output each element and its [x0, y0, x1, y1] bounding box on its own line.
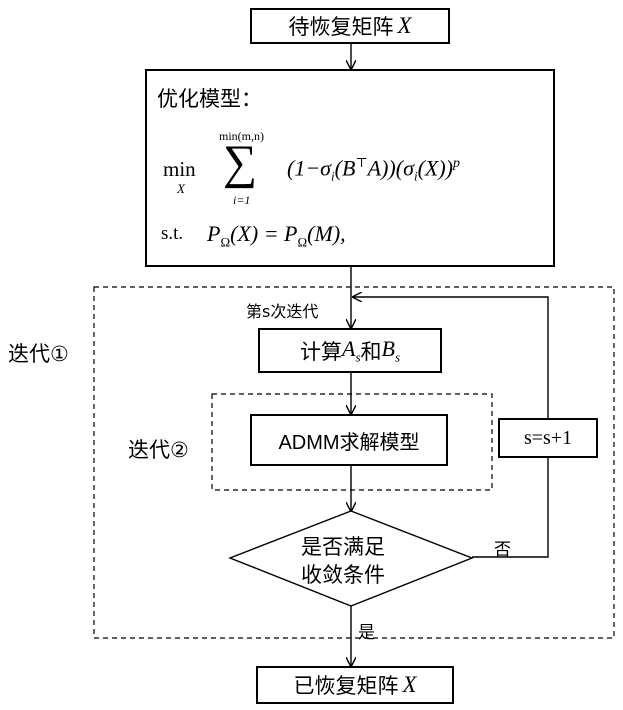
model-title: 优化模型： [157, 83, 262, 113]
compute-a: As [342, 336, 361, 365]
compute-prefix: 计算 [300, 336, 342, 366]
decision-line-1: 是否满足 [301, 531, 385, 561]
input-matrix-box: 待恢复矩阵 X [250, 8, 450, 44]
iteration-label: 第s次迭代 [246, 298, 318, 322]
sum-lower-limit: i=1 [233, 193, 250, 208]
increment-box-text: s=s+1 [524, 427, 572, 450]
admm-box-text: ADMM求解模型 [278, 426, 419, 455]
subject-to-label: s.t. [161, 223, 183, 245]
no-branch-label: 否 [494, 535, 511, 560]
yes-branch-label: 是 [358, 618, 375, 643]
increment-s-box: s=s+1 [498, 418, 598, 458]
input-box-var: X [397, 13, 411, 39]
input-box-text: 待恢复矩阵 [288, 11, 393, 41]
optimization-model-box: 优化模型： min(m,n) ∑ i=1 min X (1−σi(B⊤A))(σ… [145, 69, 555, 267]
sum-symbol: ∑ [223, 139, 257, 187]
output-matrix-box: 已恢复矩阵 X [256, 666, 454, 704]
admm-solve-box: ADMM求解模型 [250, 414, 448, 466]
min-operator: min [163, 157, 196, 182]
objective-term: (1−σi(B⊤A))(σi(X))p [287, 155, 460, 185]
constraint-equation: PΩ(X) = PΩ(M), [207, 221, 346, 250]
output-box-var: X [402, 672, 416, 698]
min-subscript: X [177, 181, 185, 197]
output-box-text: 已恢复矩阵 [293, 670, 398, 700]
compute-as-bs-box: 计算 As 和 Bs [258, 328, 442, 373]
decision-line-2: 收敛条件 [301, 559, 385, 589]
outer-loop-label: 迭代① [8, 338, 69, 368]
compute-mid: 和 [361, 336, 382, 366]
compute-b: Bs [382, 336, 401, 365]
inner-loop-label: 迭代② [128, 434, 189, 464]
